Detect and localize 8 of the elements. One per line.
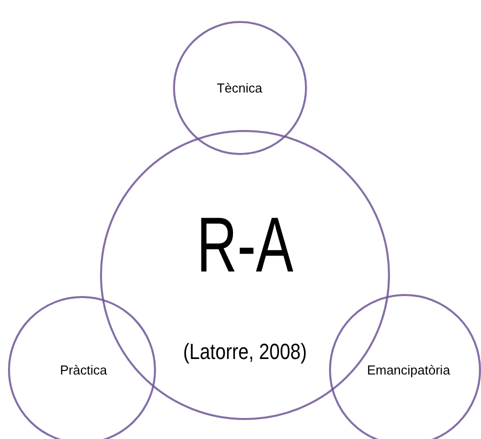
citation-text: (Latorre, 2008) xyxy=(182,338,306,364)
circle xyxy=(329,294,481,439)
circle xyxy=(173,21,307,155)
title-text: R-A xyxy=(196,199,293,290)
circle-label: Pràctica xyxy=(60,362,107,377)
circle xyxy=(8,296,156,439)
circle-label: Tècnica xyxy=(216,80,262,95)
circle-label: Emancipatòria xyxy=(366,362,450,377)
